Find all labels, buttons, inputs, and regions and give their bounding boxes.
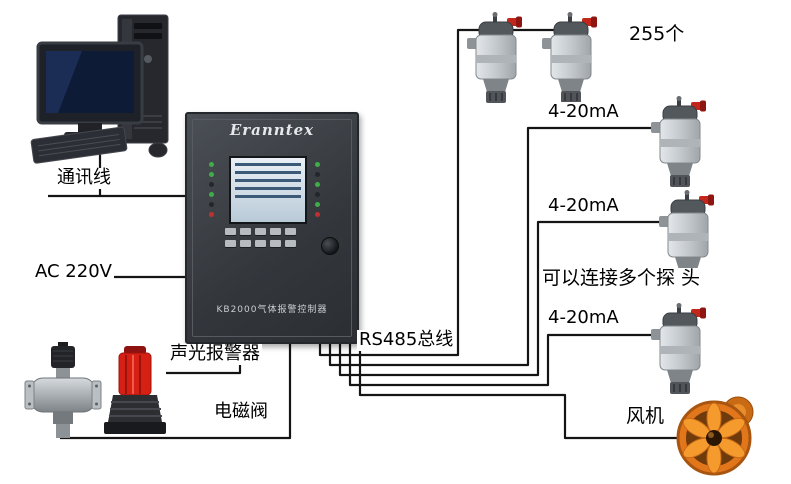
status-led (315, 202, 320, 207)
panel-button[interactable] (225, 228, 236, 235)
label-ma-top: 4-20mA (546, 101, 621, 123)
keyboard (30, 126, 128, 164)
label-comm-line: 通讯线 (55, 167, 113, 189)
status-led (315, 212, 320, 217)
status-led (209, 192, 214, 197)
wire-valve (60, 340, 292, 440)
label-rs485-bus: RS485总线 (357, 329, 456, 351)
status-led (209, 212, 214, 217)
panel-button[interactable] (285, 240, 296, 247)
status-led (315, 162, 320, 167)
status-led (209, 182, 214, 187)
panel-lock-knob[interactable] (321, 237, 339, 255)
status-led (209, 202, 214, 207)
status-led (209, 162, 214, 167)
monitor (36, 41, 144, 139)
panel-brand: Eranntex (229, 121, 315, 139)
label-alarm: 声光报警器 (168, 343, 262, 365)
label-ma-mid: 4-20mA (546, 195, 621, 217)
solenoid-valve (24, 342, 102, 438)
panel-button[interactable] (285, 228, 296, 235)
gas-detector-5 (650, 303, 707, 395)
panel-button[interactable] (240, 228, 251, 235)
panel-model-text: KB2000气体报警控制器 (216, 305, 328, 315)
label-fan: 风机 (624, 405, 667, 428)
panel-lcd-screen (229, 156, 307, 224)
control-panel: Eranntex KB2000气体报警控制器 (185, 112, 359, 344)
label-ma-bottom: 4-20mA (546, 307, 621, 329)
panel-button[interactable] (255, 240, 266, 247)
panel-button[interactable] (240, 240, 251, 247)
wire-lines (48, 28, 695, 440)
label-power: AC 220V (33, 261, 114, 283)
wire-fan (358, 340, 695, 440)
status-led (315, 182, 320, 187)
wire-ma-bottom (348, 333, 662, 387)
gas-detector-1 (466, 12, 523, 104)
panel-button[interactable] (225, 240, 236, 247)
panel-button[interactable] (255, 228, 266, 235)
gas-detector-3 (650, 96, 707, 188)
alarm-beacon (104, 346, 166, 434)
desktop-computer (30, 14, 169, 164)
label-valve: 电磁阀 (212, 401, 270, 423)
label-detector-count: 255个 (627, 23, 687, 46)
wire-ma-mid (338, 220, 670, 377)
panel-door (192, 119, 352, 337)
label-multi-note: 可以连接多个探 头 (540, 267, 703, 290)
gas-detector-2 (541, 12, 598, 104)
wire-ma-top (328, 126, 662, 367)
status-led (209, 172, 214, 177)
panel-button[interactable] (270, 228, 281, 235)
status-led (315, 172, 320, 177)
mouse (148, 142, 168, 158)
status-led (315, 192, 320, 197)
axial-fan (676, 396, 754, 476)
panel-button[interactable] (270, 240, 281, 247)
